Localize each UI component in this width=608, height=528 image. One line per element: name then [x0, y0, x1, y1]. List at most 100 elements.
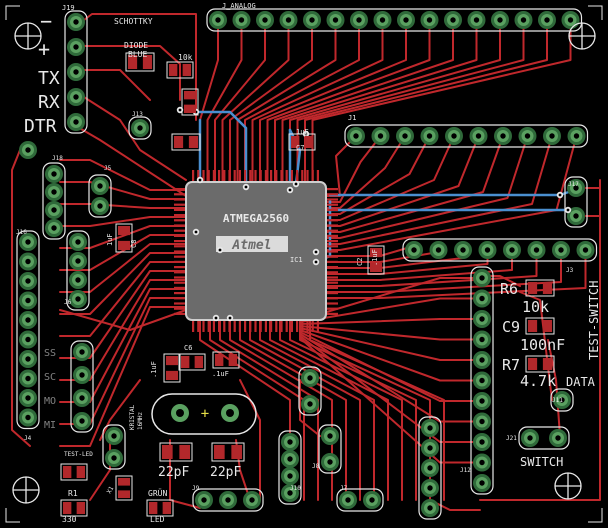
- header-outline: [64, 10, 88, 134]
- smd-outline: [115, 475, 133, 501]
- capacitor-c4: [212, 351, 240, 369]
- capacitor-c6: [178, 353, 206, 371]
- label-j6: J6: [64, 299, 72, 306]
- chip-pin-top: [316, 170, 319, 182]
- header-pad-hole: [51, 171, 57, 177]
- header-j13: [128, 116, 152, 140]
- trace: [299, 327, 483, 361]
- header-pad-hole: [573, 185, 579, 191]
- mount-bottom-right: [554, 472, 582, 500]
- header-pad-hole: [51, 207, 57, 213]
- header-pad-hole: [327, 433, 333, 439]
- smd-pad: [149, 502, 158, 514]
- smd-pad: [542, 320, 552, 332]
- chip-pin-top: [275, 170, 278, 182]
- header-pad-hole: [73, 119, 79, 125]
- label-c22a: 22pF: [158, 465, 189, 480]
- smd-pad: [162, 502, 171, 514]
- trace: [325, 135, 406, 209]
- smd-pad: [370, 262, 382, 272]
- header-pad-hole: [73, 44, 79, 50]
- via-hole: [198, 178, 202, 182]
- chip-pin-top: [238, 170, 241, 182]
- header-j14: [298, 366, 322, 416]
- label-crystal: KRISTAL: [129, 404, 136, 430]
- label-test-led: TEST-LED: [64, 451, 93, 458]
- chip-pin-bottom: [207, 320, 210, 332]
- resistor-r1: [60, 499, 88, 517]
- label-mo: MO: [44, 396, 56, 407]
- header-j15: [102, 424, 126, 470]
- header-pad-hole: [97, 203, 103, 209]
- chip-ref-label: IC1: [290, 256, 303, 264]
- label-j7: J7: [340, 485, 348, 492]
- header-pad-hole: [111, 455, 117, 461]
- chip-pin-bottom: [212, 320, 215, 332]
- chip-pin-bottom: [290, 320, 293, 332]
- smd-pad: [291, 136, 300, 148]
- header-outline: [88, 174, 112, 218]
- chip-pin-right: [326, 208, 338, 211]
- chip-pin-bottom: [264, 320, 267, 332]
- via-hole: [218, 248, 222, 252]
- header-pad-hole: [450, 17, 456, 23]
- trace: [325, 135, 504, 233]
- capacitor-c7: [288, 133, 316, 151]
- diode-blue: [125, 52, 155, 72]
- header-pad-hole: [402, 133, 408, 139]
- header-pad-hole: [111, 433, 117, 439]
- header-pad-hole: [51, 225, 57, 231]
- chip-pin-right: [326, 250, 338, 253]
- trace: [299, 297, 483, 323]
- chip-pin-bottom: [197, 320, 200, 332]
- header-outline: [16, 230, 40, 430]
- label-c8: C8: [130, 240, 138, 248]
- smd-pad: [194, 356, 203, 368]
- top-copper-traces: [11, 13, 601, 511]
- smd-outline: [525, 279, 555, 297]
- smd-pad: [118, 240, 130, 250]
- chip-pin-left: [174, 302, 186, 305]
- chip-pin-right: [326, 203, 338, 206]
- trace: [296, 21, 525, 183]
- header-pad-hole: [479, 295, 485, 302]
- trace: [59, 270, 187, 359]
- smd-outline: [181, 88, 199, 116]
- via-hole: [294, 182, 298, 186]
- header-j5: [88, 174, 112, 218]
- smd-outline: [212, 351, 240, 369]
- chip-pin-top: [254, 170, 257, 182]
- chip-pin-left: [174, 260, 186, 263]
- chip-name-label: ATMEGA2560: [223, 212, 289, 225]
- header-pad-hole: [479, 336, 485, 343]
- resistor-test-led: [60, 463, 88, 481]
- header-outline: [206, 8, 583, 32]
- chip-pin-left: [174, 208, 186, 211]
- chip-pin-bottom: [228, 320, 231, 332]
- header-pad-hole: [307, 401, 313, 407]
- header-pad-hole: [25, 258, 31, 265]
- header-pad-hole: [332, 17, 339, 23]
- header-j9: [192, 488, 264, 512]
- chip-pin-top: [280, 170, 283, 182]
- capacitor-near-chip: [171, 133, 201, 151]
- header-pad-hole: [75, 277, 81, 283]
- via-hole: [314, 260, 318, 264]
- label-plus: +: [38, 37, 50, 61]
- header-pad-hole: [379, 17, 386, 23]
- resistor-near-chip: [181, 88, 199, 116]
- header-j21: [518, 426, 570, 450]
- chip-pin-top: [218, 170, 221, 182]
- label-c7: C7: [296, 144, 304, 152]
- smd-pad: [214, 445, 225, 459]
- smd-outline: [367, 245, 385, 275]
- smd-pad: [162, 445, 173, 459]
- via-hole: [314, 250, 318, 254]
- header-pad-hole: [479, 480, 485, 486]
- label-c22b: 22pF: [210, 465, 241, 480]
- smd-pad: [370, 248, 382, 258]
- label-blue: BLUE: [128, 50, 147, 59]
- chip-pin-right: [326, 307, 338, 310]
- trace: [299, 318, 483, 325]
- chip-pin-left: [174, 307, 186, 310]
